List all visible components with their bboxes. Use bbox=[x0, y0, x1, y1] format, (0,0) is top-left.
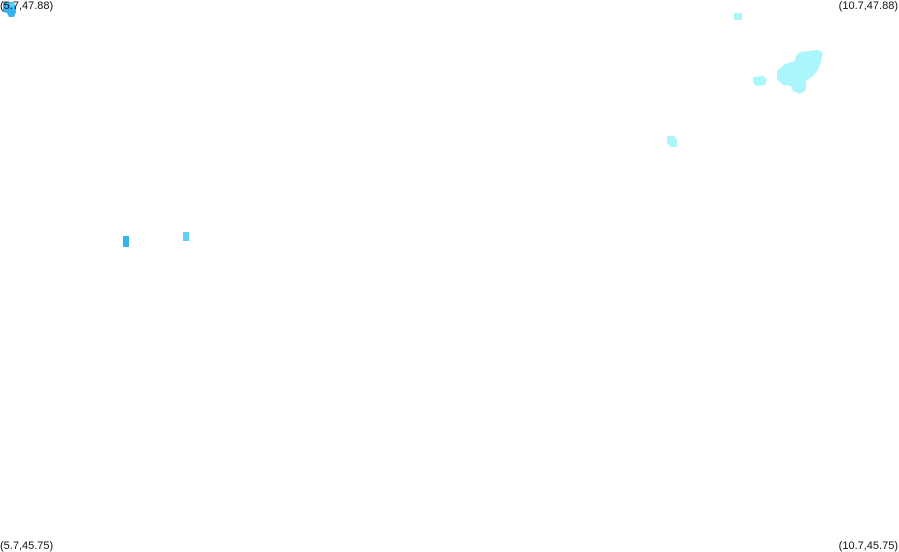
corner-coordinate-bottom-right: (10.7,45.75) bbox=[838, 540, 898, 552]
water-patch-top-left-light bbox=[10, 3, 14, 7]
water-lake-medium-patch bbox=[753, 76, 767, 86]
corner-coordinate-top-left: (5.7,47.88) bbox=[0, 0, 54, 12]
water-patch-mid-left-1 bbox=[123, 236, 129, 247]
corner-coordinate-top-right: (10.7,47.88) bbox=[838, 0, 898, 12]
water-lake-large-top-right bbox=[777, 50, 823, 94]
water-patch-mid-left-2 bbox=[183, 232, 189, 241]
water-patch-mid-right bbox=[667, 136, 677, 147]
water-patch-small-top-right bbox=[734, 13, 742, 20]
corner-coordinate-bottom-left: (5.7,45.75) bbox=[0, 540, 54, 552]
